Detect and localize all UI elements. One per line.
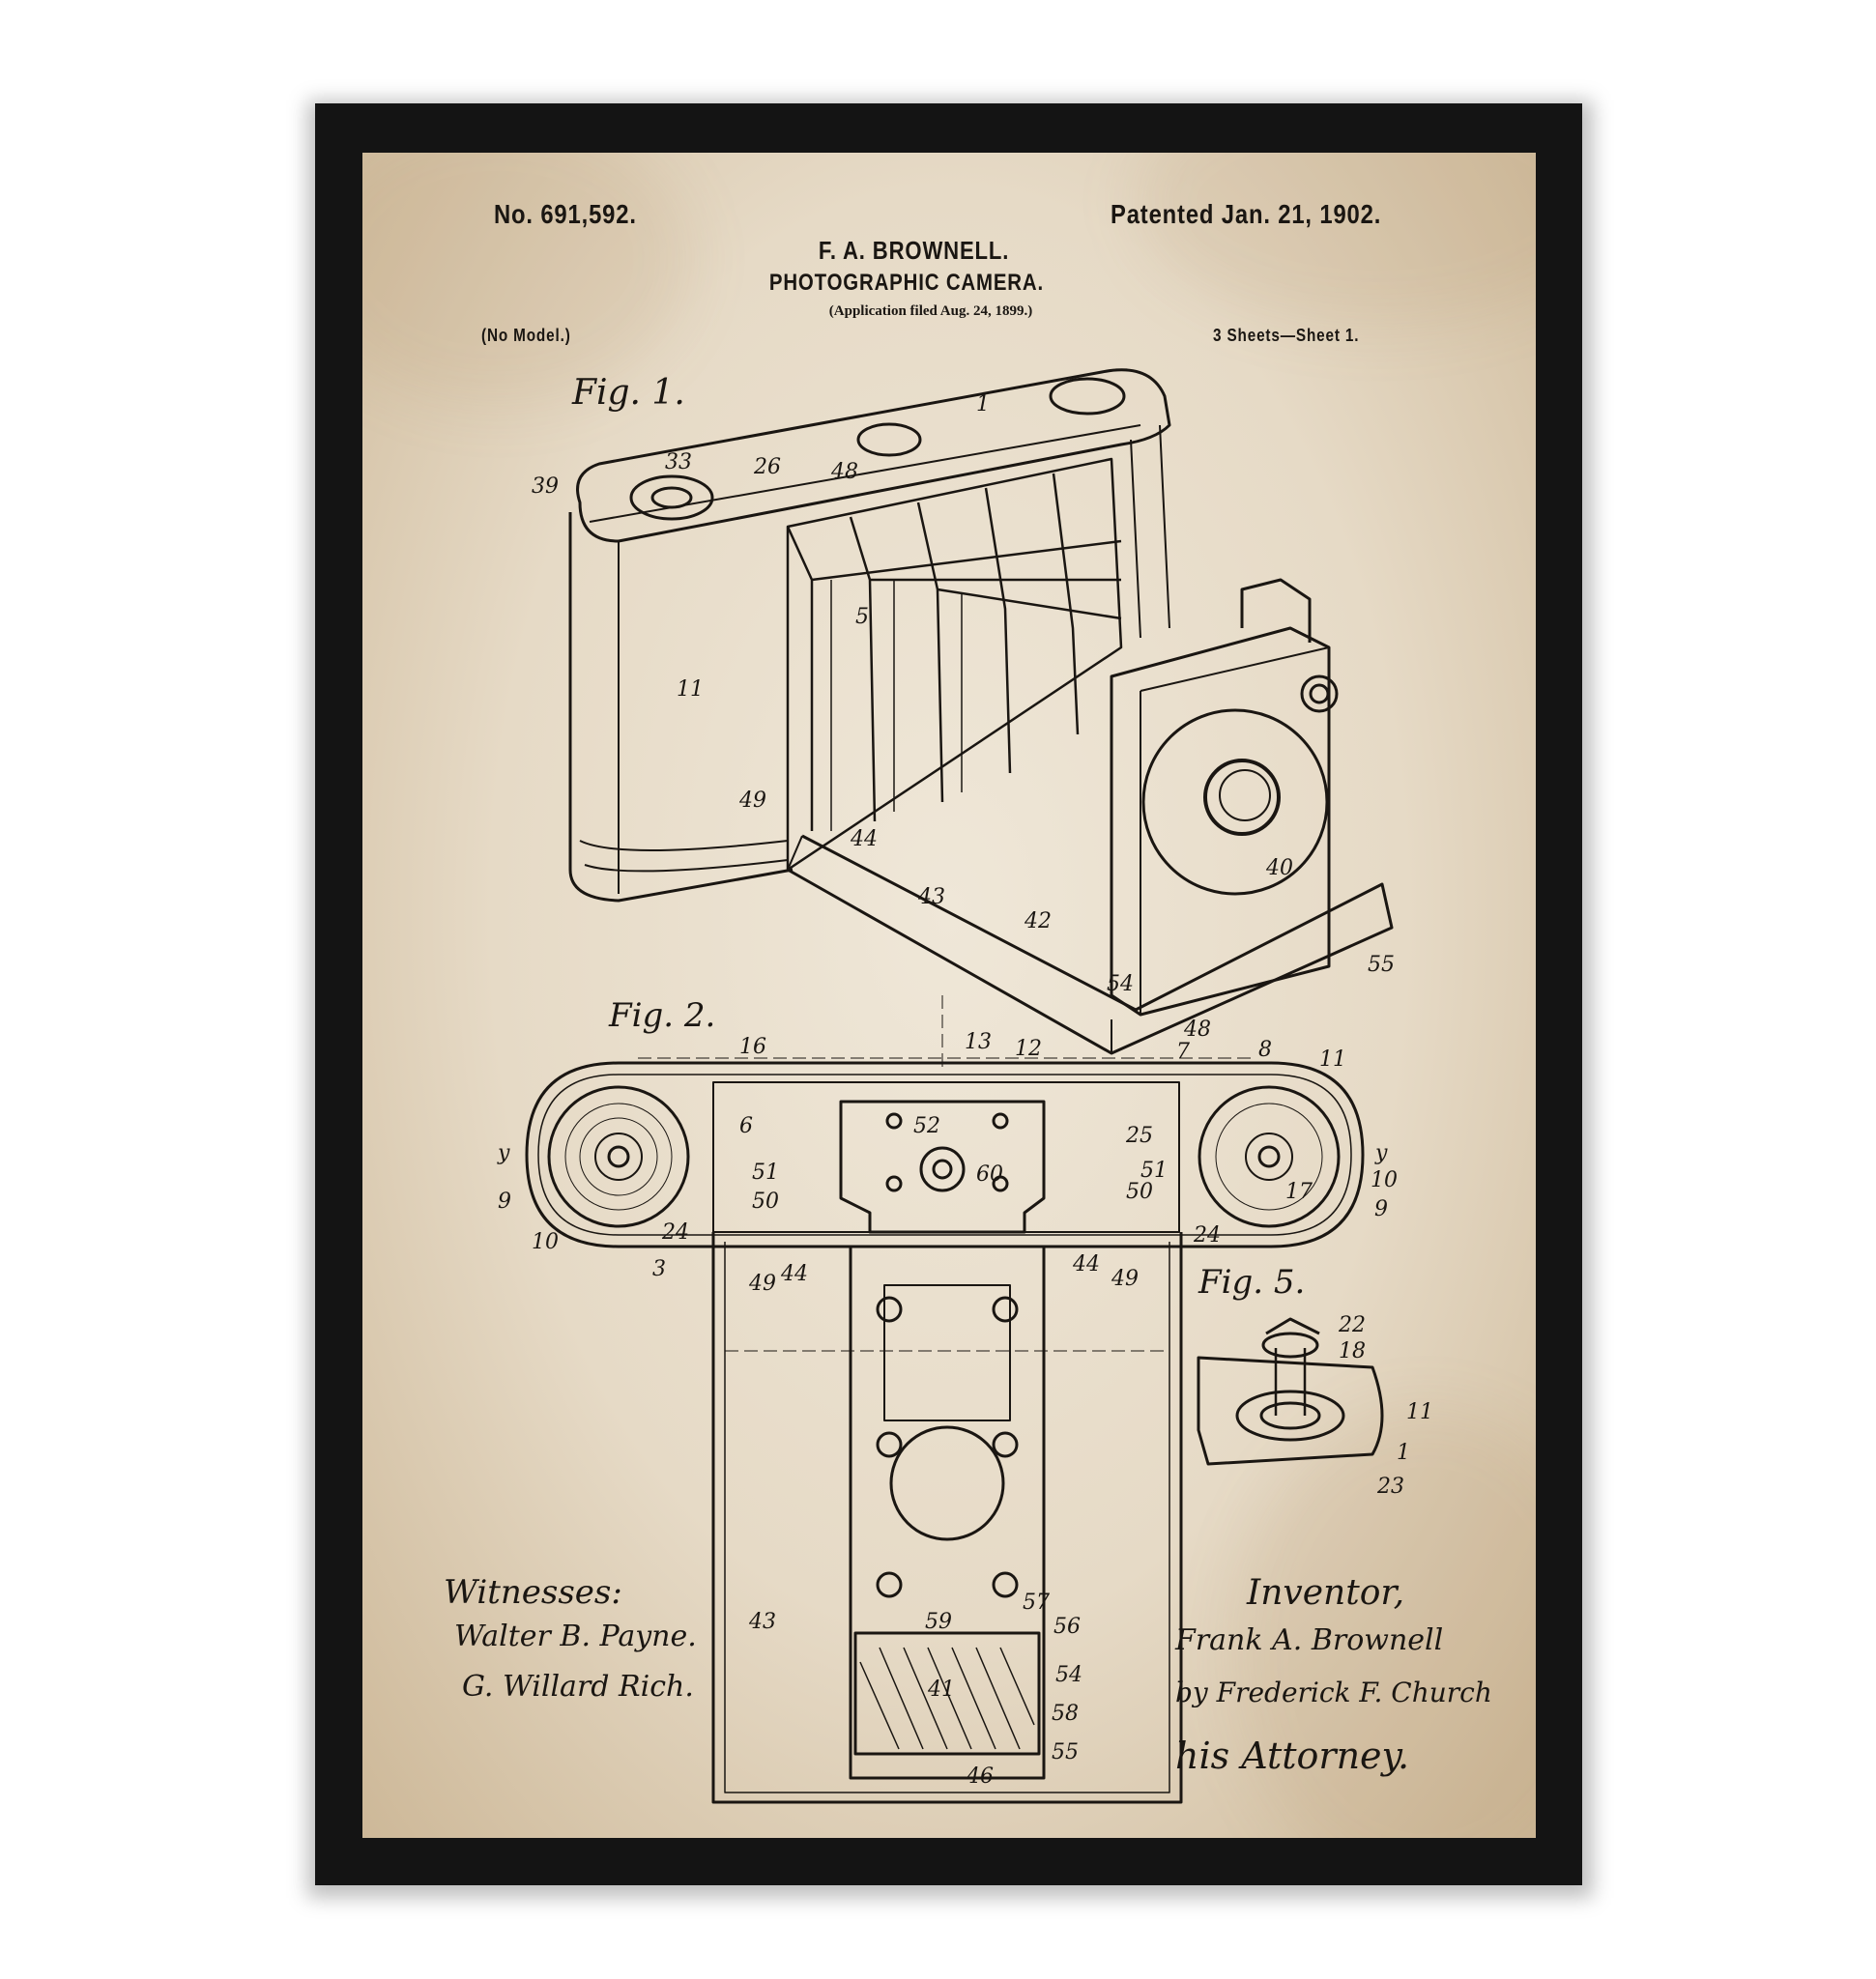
camera-left-housing [568, 512, 794, 903]
numeral: y [497, 1141, 510, 1165]
numeral: 55 [1052, 1740, 1079, 1764]
numeral: 46 [966, 1764, 994, 1789]
film-roll-left [547, 1085, 690, 1228]
shutter-ring [1141, 708, 1329, 896]
attorney-label: his Attorney. [1175, 1735, 1410, 1777]
numeral: 23 [1376, 1475, 1404, 1499]
numeral: 44 [850, 827, 878, 851]
inventor-signature: Frank A. Brownell [1175, 1623, 1444, 1657]
numeral: 3 [652, 1257, 666, 1281]
witnesses-label: Witnesses: [444, 1573, 622, 1612]
numeral: 16 [739, 1035, 766, 1059]
numeral: 43 [748, 1610, 776, 1634]
numeral: 22 [1338, 1313, 1366, 1337]
numeral: 57 [1023, 1591, 1050, 1615]
bed-outline [711, 1232, 1183, 1804]
numeral: 49 [738, 789, 766, 813]
camera-top-plate [576, 368, 1171, 543]
numeral: 10 [1371, 1168, 1398, 1192]
numeral: 18 [1339, 1339, 1366, 1363]
numeral: 10 [532, 1230, 559, 1254]
front-standard [849, 1245, 1046, 1780]
winding-key-icon [629, 474, 714, 521]
numeral: 13 [965, 1030, 992, 1054]
numeral: 8 [1258, 1038, 1272, 1062]
lens-aperture [889, 1425, 1005, 1541]
numeral: 1 [1397, 1441, 1410, 1465]
numeral: 50 [752, 1190, 779, 1214]
application-date: (Application filed Aug. 24, 1899.) [828, 303, 1033, 319]
numeral: 9 [498, 1190, 511, 1214]
lens-mount [839, 1100, 1046, 1234]
inventor-label: Inventor, [1247, 1573, 1405, 1613]
numeral: 11 [1319, 1047, 1346, 1072]
camera-bed [787, 834, 1394, 1055]
numeral: 33 [665, 450, 692, 474]
lens-icon [1203, 759, 1281, 836]
numeral: 5 [855, 605, 869, 629]
numeral: 50 [1126, 1180, 1153, 1204]
numeral: 11 [1406, 1400, 1433, 1424]
numeral: 26 [753, 455, 781, 479]
numeral: 1 [976, 392, 990, 416]
numeral: 17 [1285, 1180, 1313, 1204]
numeral: 7 [1176, 1040, 1190, 1064]
numeral: 41 [927, 1678, 955, 1702]
numeral: 56 [1053, 1615, 1081, 1639]
bellows-drawing [786, 457, 1123, 872]
numeral: 6 [739, 1114, 753, 1138]
no-model-label: (No Model.) [481, 326, 571, 345]
sheets-label: 3 Sheets—Sheet 1. [1213, 326, 1360, 345]
numeral: 39 [532, 474, 559, 499]
inventor-name-heading: F. A. BROWNELL. [818, 236, 1010, 265]
numeral: 24 [661, 1220, 689, 1245]
numeral: 44 [780, 1262, 808, 1286]
reference-numerals: 1 33 26 39 48 5 11 49 44 43 42 40 55 54 … [497, 392, 1433, 1789]
film-roll-right [1198, 1085, 1341, 1228]
numeral: 51 [1140, 1159, 1168, 1183]
numeral: 9 [1374, 1197, 1388, 1221]
numeral: 48 [830, 460, 858, 484]
numeral: 11 [677, 677, 704, 702]
numeral: 52 [913, 1114, 940, 1138]
film-pack [853, 1631, 1041, 1756]
numeral: 49 [1111, 1267, 1139, 1291]
numeral: 54 [1055, 1663, 1082, 1687]
numeral: 54 [1107, 972, 1134, 996]
viewfinder [1240, 578, 1312, 643]
patent-title: PHOTOGRAPHIC CAMERA. [768, 270, 1044, 296]
numeral: 58 [1052, 1702, 1079, 1726]
figure-2-section-drawing [525, 995, 1365, 1804]
numeral: 43 [917, 885, 945, 909]
numeral: 51 [752, 1161, 779, 1185]
numeral: 42 [1024, 909, 1052, 933]
figure-5-label: Fig. 5. [1198, 1263, 1305, 1302]
attorney-signature: by Frederick F. Church [1175, 1677, 1492, 1708]
patent-number: No. 691,592. [494, 199, 637, 229]
figure-1-camera-drawing [568, 368, 1394, 1055]
patent-date: Patented Jan. 21, 1902. [1111, 199, 1382, 229]
hatching [859, 1647, 1035, 1750]
numeral: 60 [976, 1162, 1003, 1187]
numeral: 12 [1015, 1037, 1042, 1061]
lens-board [1110, 626, 1331, 1017]
figure-1-label: Fig. 1. [571, 373, 685, 413]
numeral: y [1374, 1141, 1388, 1165]
numeral: 59 [925, 1610, 952, 1634]
numeral: 49 [748, 1272, 776, 1296]
numeral: 55 [1368, 953, 1395, 977]
patent-print [362, 153, 1536, 1838]
numeral: 40 [1265, 856, 1293, 880]
witness-1-signature: Walter B. Payne. [454, 1620, 697, 1653]
witness-2-signature: G. Willard Rich. [462, 1670, 694, 1704]
camera-body-section [525, 1061, 1365, 1248]
numeral: 44 [1072, 1252, 1100, 1276]
figure-5-knob-drawing [1197, 1317, 1384, 1466]
numeral: 48 [1183, 1018, 1211, 1042]
numeral: 25 [1125, 1124, 1153, 1148]
figure-2-label: Fig. 2. [608, 996, 715, 1035]
numeral: 24 [1193, 1223, 1221, 1248]
